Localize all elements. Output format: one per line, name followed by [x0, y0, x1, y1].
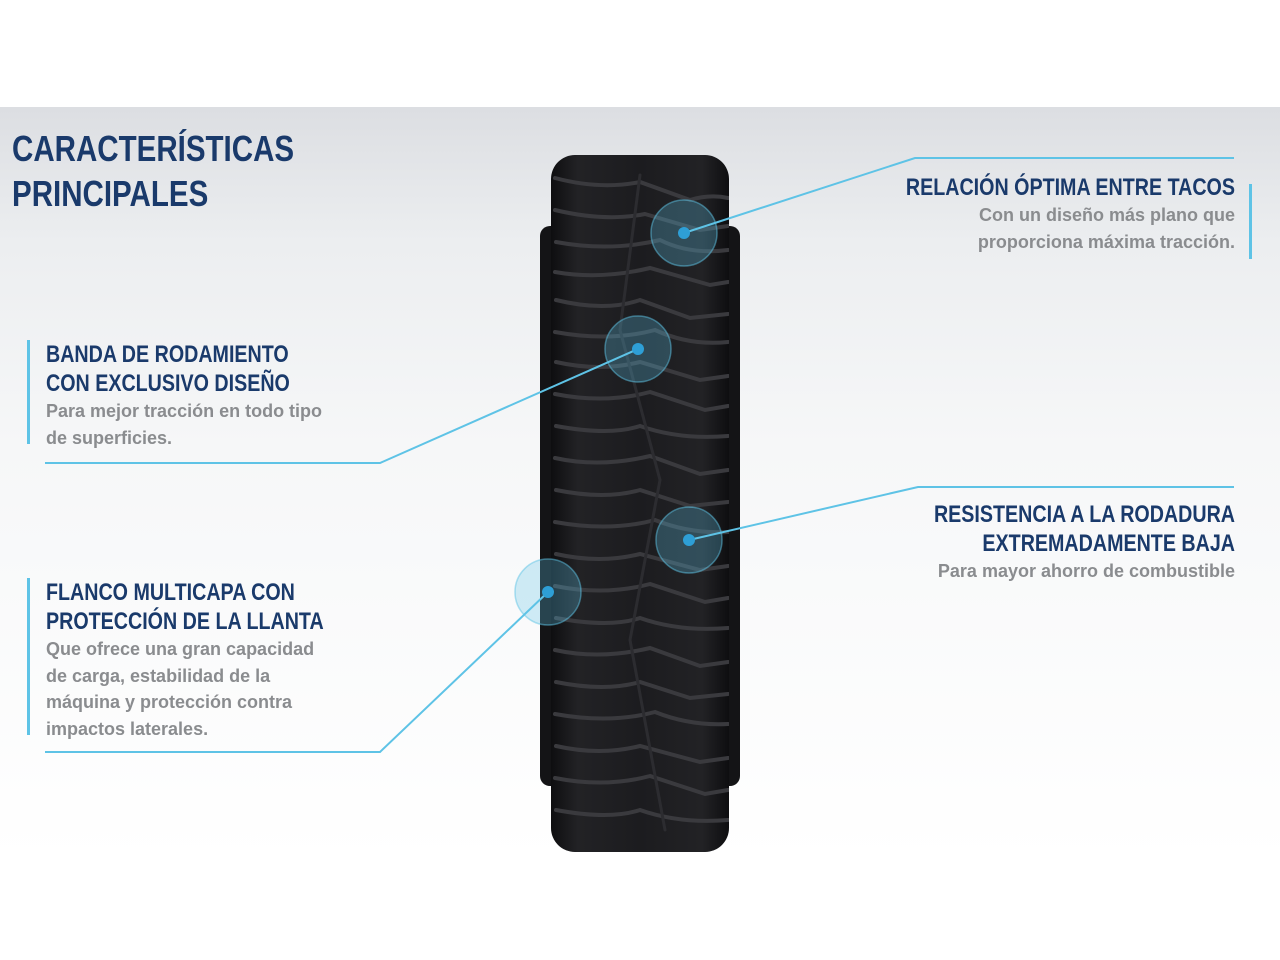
marker-dot-resistencia [683, 534, 695, 546]
tire-image [540, 155, 740, 852]
page-title: CARACTERÍSTICAS PRINCIPALES [12, 126, 294, 216]
page-title-line-2: PRINCIPALES [12, 173, 209, 214]
marker-dot-tacos [678, 227, 690, 239]
callout-tacos-title: RELACIÓN ÓPTIMA ENTRE TACOS [905, 174, 1235, 201]
callout-resistencia: RESISTENCIA A LA RODADURA EXTREMADAMENTE… [815, 500, 1235, 585]
callout-flanco: FLANCO MULTICAPA CON PROTECCIÓN DE LA LL… [27, 578, 466, 742]
callout-resistencia-title: RESISTENCIA A LA RODADURA EXTREMADAMENTE… [933, 501, 1235, 557]
callout-flanco-title: FLANCO MULTICAPA CON PROTECCIÓN DE LA LL… [46, 579, 324, 635]
callout-tacos-body: Con un diseño más plano que proporciona … [977, 205, 1235, 252]
marker-dot-banda [632, 343, 644, 355]
callout-banda-accent-bar [27, 340, 30, 444]
marker-dot-flanco [542, 586, 554, 598]
callout-banda-title: BANDA DE RODAMIENTO CON EXCLUSIVO DISEÑO [46, 341, 290, 397]
leader-line-tacos [683, 157, 1234, 234]
callout-tacos-accent-bar [1249, 184, 1252, 259]
callout-banda: BANDA DE RODAMIENTO CON EXCLUSIVO DISEÑO… [27, 340, 466, 451]
page-title-line-1: CARACTERÍSTICAS [12, 128, 295, 169]
leader-line-banda [45, 348, 639, 464]
callout-flanco-accent-bar [27, 578, 30, 735]
leader-line-flanco [45, 591, 549, 753]
callout-resistencia-body: Para mayor ahorro de combustible [937, 561, 1235, 581]
callout-flanco-body: Que ofrece una gran capacidad de carga, … [46, 639, 315, 739]
leader-line-resistencia [688, 486, 1234, 541]
callout-tacos: RELACIÓN ÓPTIMA ENTRE TACOS Con un diseñ… [815, 173, 1252, 259]
callout-banda-body: Para mejor tracción en todo tipo de supe… [46, 401, 323, 448]
